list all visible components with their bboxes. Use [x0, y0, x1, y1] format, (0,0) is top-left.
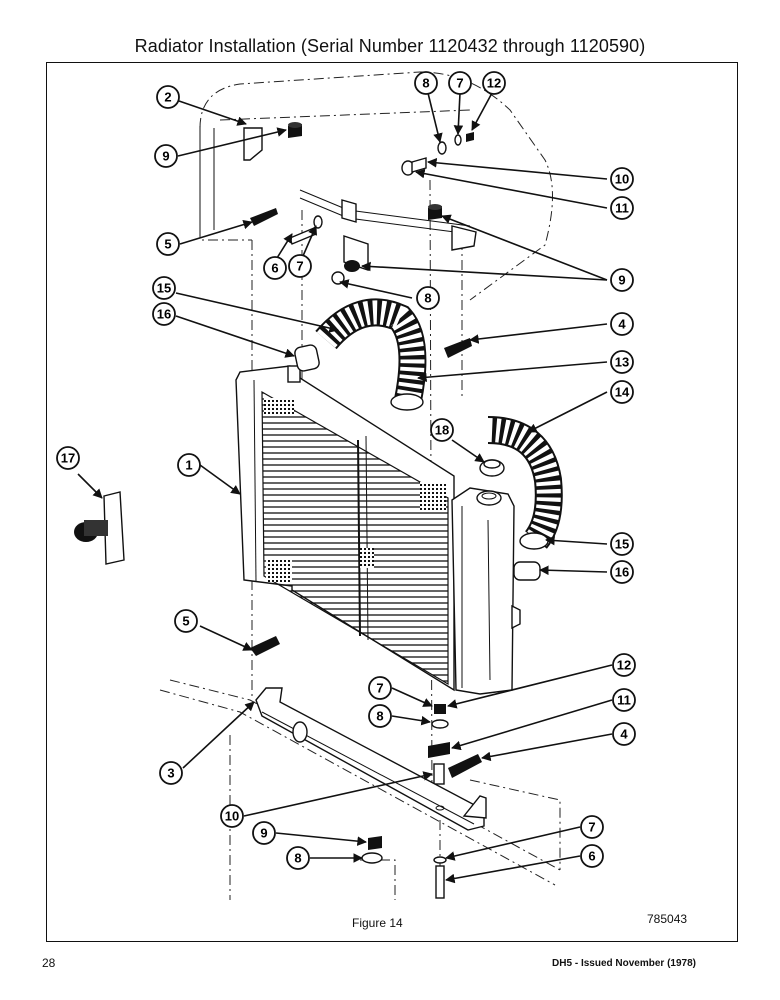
svg-text:6: 6 — [588, 849, 595, 864]
callout-9: 9 — [154, 144, 178, 168]
callout-7: 7 — [448, 71, 472, 95]
document-id: DH5 - Issued November (1978) — [552, 958, 696, 969]
radiator-side-tank — [451, 487, 521, 695]
callout-11: 11 — [612, 688, 636, 712]
svg-text:17: 17 — [61, 451, 75, 466]
callout-18: 18 — [430, 418, 454, 442]
svg-text:12: 12 — [487, 76, 501, 91]
radiator-hoses — [315, 298, 563, 550]
callout-3: 3 — [159, 761, 183, 785]
svg-text:7: 7 — [376, 681, 383, 696]
svg-text:8: 8 — [376, 709, 383, 724]
svg-text:8: 8 — [422, 76, 429, 91]
figure-caption: Figure 14 — [352, 916, 403, 930]
radiator-core — [235, 365, 455, 692]
svg-text:14: 14 — [615, 385, 630, 400]
fan-shroud-outline — [199, 71, 553, 301]
callout-12: 12 — [612, 653, 636, 677]
callout-4: 4 — [612, 722, 636, 746]
page-title: Radiator Installation (Serial Number 112… — [134, 36, 646, 56]
callout-2: 2 — [156, 85, 180, 109]
drain-cock — [74, 491, 125, 565]
svg-text:4: 4 — [618, 317, 626, 332]
callout-13: 13 — [610, 350, 634, 374]
callout-6: 6 — [263, 256, 287, 280]
svg-text:8: 8 — [424, 291, 431, 306]
callout-8: 8 — [368, 704, 392, 728]
callout-11: 11 — [610, 196, 634, 220]
svg-text:11: 11 — [615, 201, 629, 216]
callout-10: 10 — [220, 804, 244, 828]
svg-text:2: 2 — [164, 90, 171, 105]
callout-8: 8 — [414, 71, 438, 95]
callout-10: 10 — [610, 167, 634, 191]
page-number: 28 — [42, 956, 56, 970]
svg-text:18: 18 — [435, 423, 449, 438]
svg-text:11: 11 — [617, 693, 631, 708]
insulator-rubbers — [288, 122, 442, 850]
callout-16: 16 — [152, 302, 176, 326]
figure-code: 785043 — [647, 912, 688, 926]
svg-text:16: 16 — [157, 307, 171, 322]
svg-text:7: 7 — [588, 820, 595, 835]
cushion-clips — [250, 208, 482, 778]
callout-5: 5 — [156, 232, 180, 256]
svg-text:13: 13 — [615, 355, 629, 370]
callout-15: 15 — [152, 276, 176, 300]
svg-text:16: 16 — [615, 565, 629, 580]
svg-text:7: 7 — [296, 259, 303, 274]
callout-8: 8 — [286, 846, 310, 870]
callout-14: 14 — [610, 380, 634, 404]
svg-text:15: 15 — [615, 537, 629, 552]
svg-text:1: 1 — [185, 458, 192, 473]
callout-17: 17 — [56, 446, 80, 470]
callout-1: 1 — [177, 453, 201, 477]
callout-7: 7 — [368, 676, 392, 700]
figure-frame — [46, 62, 738, 942]
svg-text:4: 4 — [620, 727, 628, 742]
upper-mounting-bracket — [243, 127, 477, 271]
callout-5: 5 — [174, 609, 198, 633]
callout-9: 9 — [252, 821, 276, 845]
svg-text:6: 6 — [271, 261, 278, 276]
svg-text:9: 9 — [618, 273, 625, 288]
svg-text:10: 10 — [615, 172, 629, 187]
callout-9: 9 — [610, 268, 634, 292]
svg-text:10: 10 — [225, 809, 239, 824]
svg-text:9: 9 — [260, 826, 267, 841]
callout-12: 12 — [482, 71, 506, 95]
lower-mounting-bracket — [255, 687, 487, 831]
callout-16: 16 — [610, 560, 634, 584]
svg-text:9: 9 — [162, 149, 169, 164]
svg-text:5: 5 — [164, 237, 171, 252]
callout-15: 15 — [610, 532, 634, 556]
svg-text:15: 15 — [157, 281, 171, 296]
callout-7: 7 — [580, 815, 604, 839]
callout-4: 4 — [610, 312, 634, 336]
svg-text:3: 3 — [167, 766, 174, 781]
svg-text:12: 12 — [617, 658, 631, 673]
svg-text:7: 7 — [456, 76, 463, 91]
callout-7: 7 — [288, 254, 312, 278]
leader-lines — [77, 92, 613, 884]
callout-8: 8 — [416, 286, 440, 310]
callout-6: 6 — [580, 844, 604, 868]
radiator-cap — [479, 459, 505, 477]
svg-text:8: 8 — [294, 851, 301, 866]
svg-text:5: 5 — [182, 614, 189, 629]
